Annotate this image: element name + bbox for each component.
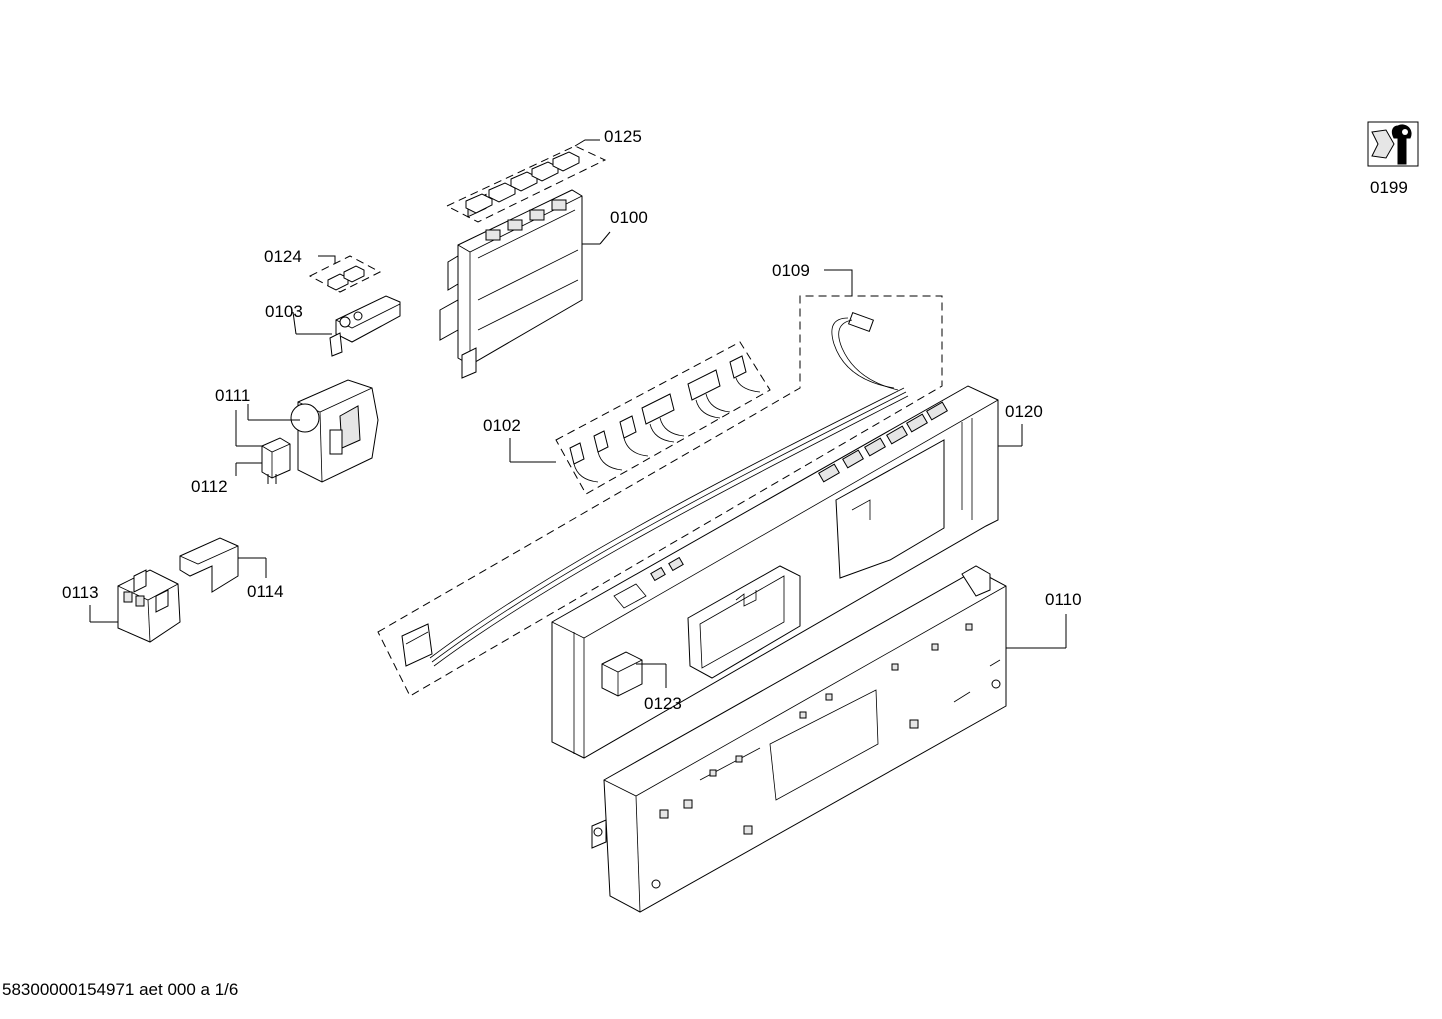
part-0113-relay[interactable] xyxy=(89,569,181,643)
label-0100: 0100 xyxy=(610,208,648,227)
part-0102-connectors[interactable] xyxy=(509,341,771,495)
label-0123: 0123 xyxy=(644,694,682,713)
label-0113: 0113 xyxy=(62,583,99,602)
part-0103-switch[interactable] xyxy=(292,295,401,357)
label-0124: 0124 xyxy=(264,247,302,266)
part-0123-block[interactable] xyxy=(601,651,667,697)
label-0109: 0109 xyxy=(772,261,810,280)
part-0112-capacitor[interactable] xyxy=(235,437,291,484)
label-0125: 0125 xyxy=(604,127,642,146)
part-0111-motor[interactable] xyxy=(235,379,379,483)
part-0100-control-module[interactable] xyxy=(439,189,611,379)
label-0103: 0103 xyxy=(265,302,303,321)
label-0111: 0111 xyxy=(215,386,250,405)
label-0110: 0110 xyxy=(1045,590,1082,609)
label-0102: 0102 xyxy=(483,416,521,435)
part-0114-bracket[interactable] xyxy=(179,537,267,593)
part-0124-buttons[interactable] xyxy=(308,255,382,293)
part-0109-cable-harness[interactable] xyxy=(377,269,943,697)
label-0199: 0199 xyxy=(1370,178,1408,197)
label-0120: 0120 xyxy=(1005,402,1043,421)
part-0110-carrier-frame[interactable] xyxy=(591,565,1067,913)
label-0112: 0112 xyxy=(191,477,228,496)
part-0120-panel-frame[interactable] xyxy=(551,385,1023,759)
document-footer: 58300000154971 aet 000 a 1/6 xyxy=(2,980,239,999)
label-0114: 0114 xyxy=(247,582,284,601)
part-0125-buttons[interactable] xyxy=(445,139,607,223)
wrench-nut-icon[interactable] xyxy=(1367,121,1419,167)
